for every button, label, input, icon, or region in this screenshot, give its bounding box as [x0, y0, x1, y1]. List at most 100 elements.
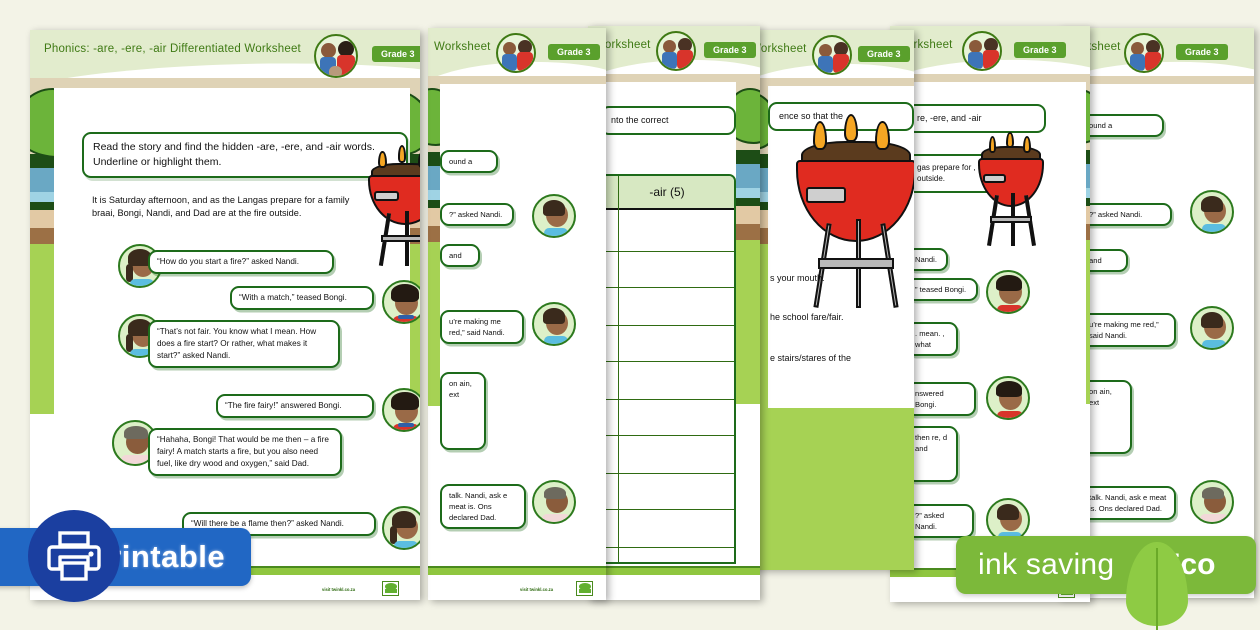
avatar-bongi	[382, 280, 420, 324]
sheet-4-lower-grass	[744, 408, 914, 570]
sheet-2-avatar-nandi	[532, 302, 576, 346]
braai-handle	[373, 191, 400, 202]
sort-table-row[interactable]	[600, 326, 734, 362]
sheet-4-grade-badge: Grade 3	[858, 46, 910, 62]
sheet-3-header: Worksheet Grade 3	[588, 26, 760, 78]
worksheet-sheet-3[interactable]: Worksheet Grade 3 nto the correct -air (…	[588, 26, 760, 600]
sheet-5-instruction: re, -ere, and -air	[906, 104, 1046, 133]
sheet-2-grade-badge: Grade 3	[548, 44, 600, 60]
eco-badge[interactable]: ink saving Eco	[956, 536, 1256, 594]
sheet-1-grade-badge: Grade 3	[372, 46, 420, 62]
sheet-2-fragment: and	[440, 244, 480, 267]
speech-bubble-4: “The fire fairy!” answered Bongi.	[216, 394, 374, 418]
twinkl-logo	[576, 581, 593, 596]
sheet-1-footer-url: visit twinkl.co.za	[322, 587, 356, 592]
sheet-4-title: Worksheet	[750, 43, 807, 55]
worksheet-sheet-1[interactable]: Phonics: -are, -ere, -air Differentiated…	[30, 30, 420, 600]
sheet-6-header: Worksheet Grade 3	[1058, 28, 1254, 80]
ink-saving-label: ink saving	[978, 548, 1115, 581]
printer-icon	[47, 531, 101, 581]
sheet-3-footer	[588, 566, 760, 600]
sheet-5-fragment: nswered Bongi.	[906, 382, 976, 416]
braai-illustration-large	[796, 113, 914, 308]
sheet-4-fragment: s your mouth.	[770, 273, 825, 283]
twinkl-logo	[382, 581, 399, 596]
worksheet-sheet-6[interactable]: Worksheet Grade 3 ound a ?” asked Nandi.	[1058, 28, 1254, 598]
sheet-2-fragment: ?” asked Nandi.	[440, 203, 514, 226]
braai-illustration	[978, 131, 1044, 246]
sheet-5-fragment: . mean. , what	[906, 322, 958, 356]
sheet-6-grade-badge: Grade 3	[1176, 44, 1228, 60]
worksheet-sheet-4[interactable]: Worksheet Grade 3 ence so that the	[744, 30, 914, 570]
sheet-2-footer-url: visit twinkl.co.za	[520, 587, 554, 592]
sort-table-divider	[618, 176, 620, 562]
sheet-1-story-intro: It is Saturday afternoon, and as the Lan…	[82, 190, 380, 225]
sheet-2-header-avatar	[496, 33, 536, 73]
sheet-2-avatar-dad	[532, 480, 576, 524]
sheet-1-header: Phonics: -are, -ere, -air Differentiated…	[30, 30, 420, 82]
sort-table-row[interactable]	[600, 474, 734, 510]
sheet-6-fragment: talk. Nandi, ask e meat is. Ons declared…	[1080, 486, 1176, 520]
speech-bubble-5: “Hahaha, Bongi! That would be me then – …	[148, 428, 342, 476]
sheet-2-footer: visit twinkl.co.za	[428, 566, 606, 600]
sheet-3-header-avatar	[656, 31, 696, 71]
sheet-6-fragment: u’re making me red,” said Nandi.	[1080, 313, 1176, 347]
sheet-4-header-avatar	[812, 35, 852, 75]
sheet-6-fragment: ound a	[1080, 114, 1164, 137]
sheet-5-avatar-bongi	[986, 270, 1030, 314]
sort-table-column-header: -air (5)	[600, 176, 734, 210]
sheet-6-avatar-nandi	[1190, 306, 1234, 350]
sheet-2-fragment: ound a	[440, 150, 498, 173]
word-sort-table[interactable]: -air (5)	[598, 174, 736, 564]
sort-column-label: -air (5)	[649, 185, 685, 199]
sheet-2-fragment: on ain, ext	[440, 372, 486, 450]
sheet-5-avatar-bongi	[986, 376, 1030, 420]
worksheet-sheet-2[interactable]: Worksheet Grade 3 ound a ?” asked Nandi.	[428, 28, 606, 600]
sheet-6-header-avatar	[1124, 33, 1164, 73]
sheet-5-grade-badge: Grade 3	[1014, 42, 1066, 58]
sheet-2-fragment: talk. Nandi, ask e meat is. Ons declared…	[440, 484, 526, 529]
sheet-2-avatar-nandi	[532, 194, 576, 238]
sort-table-row[interactable]	[600, 362, 734, 400]
leaf-icon	[1126, 542, 1188, 626]
sheet-3-instruction: nto the correct	[600, 106, 736, 135]
sheet-4-fragment: he school fare/fair.	[770, 312, 844, 322]
speech-bubble-2: “With a match,” teased Bongi.	[230, 286, 374, 310]
sheet-2-header: Worksheet Grade 3	[428, 28, 606, 80]
sort-table-row[interactable]	[600, 400, 734, 436]
sheet-2-title: Worksheet	[434, 41, 491, 53]
sort-table-row[interactable]	[600, 252, 734, 288]
sheet-4-instruction: ence so that the	[768, 102, 914, 131]
sheet-4-header: Worksheet Grade 3	[744, 30, 914, 82]
sheet-5-avatar-nandi	[986, 498, 1030, 542]
flame-icon	[397, 145, 407, 163]
sheet-5-header-avatar	[962, 31, 1002, 71]
sort-table-row[interactable]	[600, 210, 734, 252]
sort-table-row[interactable]	[600, 510, 734, 548]
sheet-6-avatar-nandi	[1190, 190, 1234, 234]
sheet-1-instruction: Read the story and find the hidden -are,…	[82, 132, 408, 178]
sheet-2-fragment: u’re making me red,” said Nandi.	[440, 310, 524, 344]
braai-illustration	[368, 145, 420, 266]
sheet-6-avatar-dad	[1190, 480, 1234, 524]
braai-shelf	[381, 235, 420, 242]
printer-icon-circle[interactable]	[28, 510, 120, 602]
sheet-5-fragment: ?” asked Nandi.	[906, 504, 974, 538]
sheet-4-fragment: e stairs/stares of the	[770, 353, 852, 363]
speech-bubble-3: “That’s not fair. You know what I mean. …	[148, 320, 340, 368]
avatar-nandi	[382, 506, 420, 550]
sheet-6-fragment: ?” asked Nandi.	[1080, 203, 1172, 226]
sort-table-row[interactable]	[600, 436, 734, 474]
sheet-3-grade-badge: Grade 3	[704, 42, 756, 58]
speech-bubble-1: “How do you start a fire?” asked Nandi.	[148, 250, 334, 274]
sheet-1-title: Phonics: -are, -ere, -air Differentiated…	[44, 43, 301, 55]
sheet-5-fragment: ” teased Bongi.	[906, 278, 978, 301]
sheet-1-header-avatar	[314, 34, 358, 78]
flame-icon	[378, 150, 388, 169]
sheet-3-title: Worksheet	[594, 39, 651, 51]
avatar-bongi	[382, 388, 420, 432]
sort-table-row[interactable]	[600, 288, 734, 326]
worksheet-sheet-5[interactable]: Worksheet Grade 3 re, -ere, and -air gas…	[890, 26, 1090, 602]
flame-icon	[418, 150, 420, 169]
